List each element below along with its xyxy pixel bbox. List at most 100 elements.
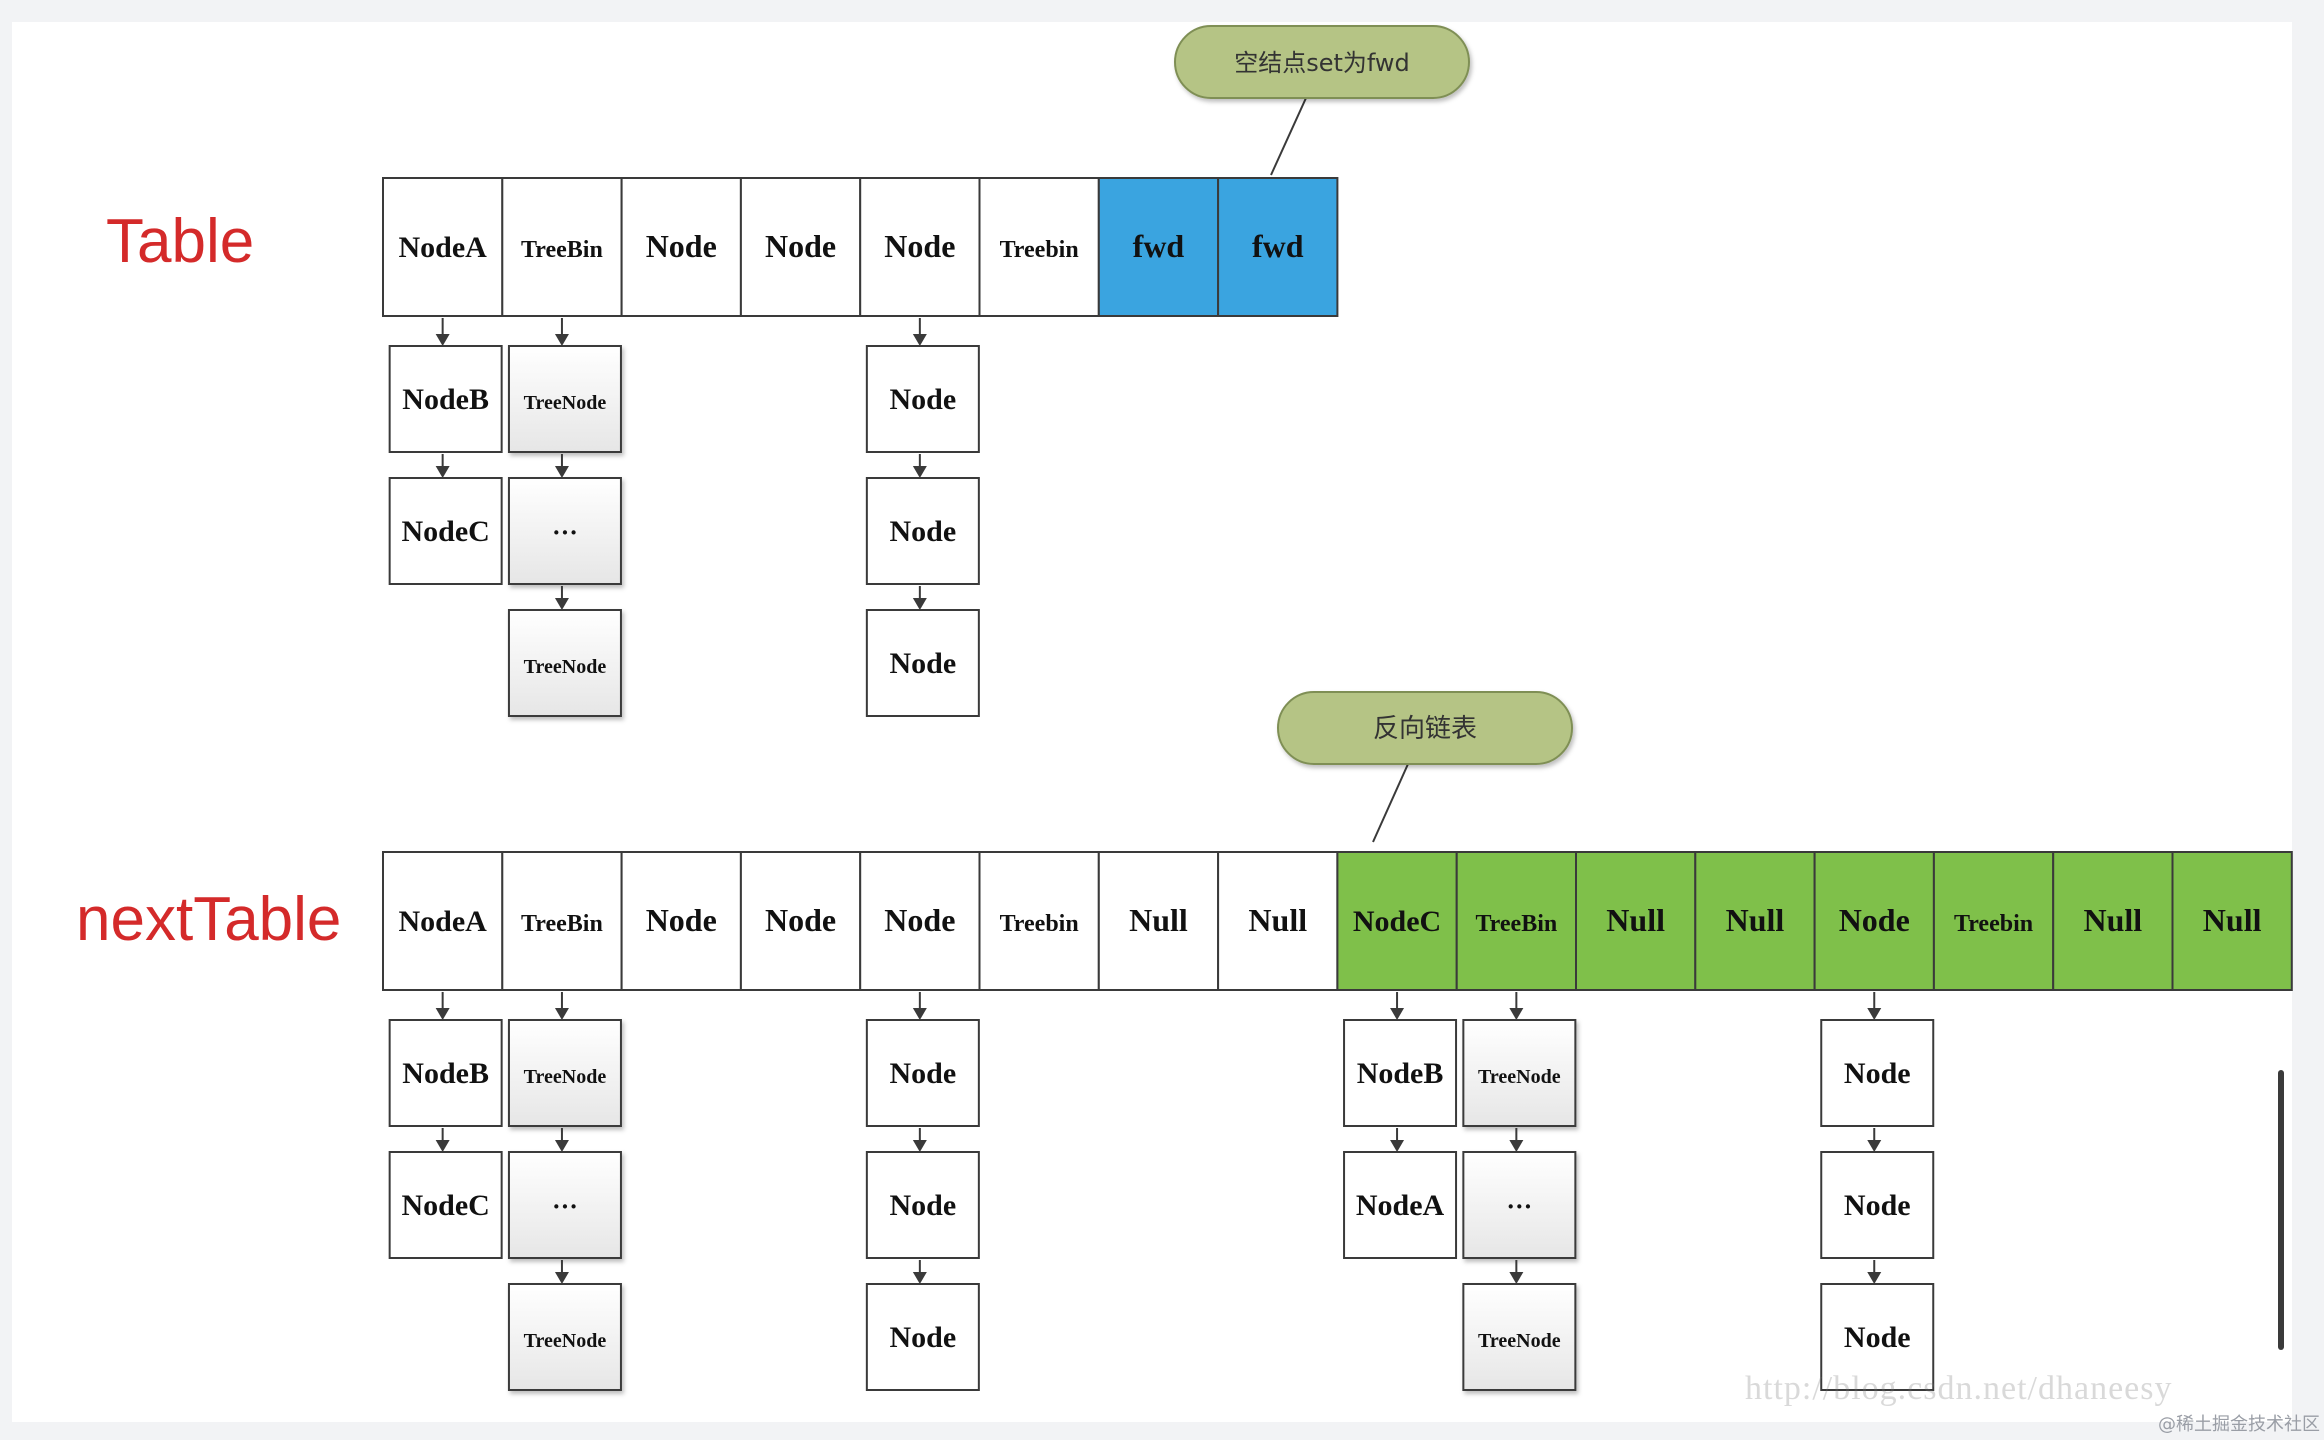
- table-cell: [739, 177, 862, 317]
- next-table-chain-node-label: TreeNode: [1478, 1066, 1561, 1088]
- next-table-chain-node: [388, 1151, 503, 1259]
- next-table-chain-arrow: [912, 1260, 927, 1284]
- table-chain-node-label: NodeC: [401, 515, 489, 548]
- table-chain-arrow: [435, 454, 450, 478]
- next-table-cell: [501, 851, 623, 991]
- next-table-chain-arrow: [435, 992, 450, 1020]
- table-chain-node-label: Node: [890, 647, 957, 680]
- next-table-cell: [739, 851, 862, 991]
- next-table-chain-node-label: TreeNode: [1478, 1330, 1561, 1352]
- next-table-chain-node: [507, 1151, 622, 1259]
- next-table-cell: [1813, 851, 1935, 991]
- next-table-cell-label: Treebin: [1954, 911, 2033, 937]
- table-cell: [501, 177, 623, 317]
- next-table-cell: [1455, 851, 1577, 991]
- next-table-chain-node: [865, 1283, 980, 1391]
- table-chain-node-label: ···: [552, 518, 578, 547]
- next-table-cell: [1932, 851, 2055, 991]
- next-table-chain-node-label: Node: [1844, 1189, 1911, 1222]
- table-cell-label: Node: [646, 228, 717, 264]
- table-chain-node: [388, 477, 503, 585]
- next-table-chain-arrow: [1867, 1128, 1882, 1152]
- next-table-chain-node-label: NodeB: [402, 1057, 489, 1090]
- table-cell: [859, 177, 981, 317]
- next-table-cell: [978, 851, 1100, 991]
- next-table-chain-arrow: [435, 1128, 450, 1152]
- table-cell-label: Node: [765, 228, 836, 264]
- next-table-chain-node: [507, 1283, 622, 1391]
- next-table-chain-arrow: [554, 1260, 569, 1284]
- table-chain-arrow: [912, 318, 927, 346]
- callout-top-pointer: [1270, 97, 1307, 176]
- next-table-chain-arrow: [554, 1128, 569, 1152]
- next-table-cell-label: Null: [2203, 902, 2262, 938]
- table-chain-arrow: [554, 454, 569, 478]
- next-table-chain-arrow: [554, 992, 569, 1020]
- next-table-chain-node-label: ···: [1506, 1192, 1532, 1221]
- next-table-chain-node-label: ···: [552, 1192, 578, 1221]
- table-cell: [1217, 177, 1339, 317]
- next-table-cell-label: TreeBin: [521, 911, 603, 937]
- next-table-chain-node-label: Node: [890, 1189, 957, 1222]
- next-table-cell-label: Null: [1248, 902, 1307, 938]
- callout-bottom-bubble: [1277, 691, 1573, 765]
- table-cell-label: Node: [884, 228, 955, 264]
- table-chain-node: [865, 609, 980, 717]
- table-chain-node-label: TreeNode: [524, 392, 607, 414]
- next-table-cell: [1217, 851, 1339, 991]
- table-chain-node: [507, 477, 622, 585]
- next-table-chain-node: [1820, 1019, 1935, 1127]
- next-table-cell: [1097, 851, 1220, 991]
- next-table-cell-label: NodeA: [398, 905, 487, 938]
- vertical-scrollbar[interactable]: [2278, 1070, 2284, 1350]
- table-chain-node-label: Node: [890, 383, 957, 416]
- table-chain-node-label: NodeB: [402, 383, 489, 416]
- next-table-chain-node: [1820, 1283, 1935, 1391]
- watermark: http://blog.csdn.net/dhaneesy: [1745, 1370, 2173, 1407]
- next-table-cell-label: Node: [646, 902, 717, 938]
- next-table-cell: [382, 851, 504, 991]
- next-table-cell-label: Null: [1726, 902, 1785, 938]
- next-table-chain-arrow: [1509, 1128, 1524, 1152]
- next-table-chain-node-label: TreeNode: [524, 1330, 607, 1352]
- next-table-chain-node: [1462, 1019, 1577, 1127]
- table-chain-node-label: Node: [890, 515, 957, 548]
- next-table-cell-label: NodeC: [1353, 905, 1441, 938]
- table-cell-label: Treebin: [1000, 237, 1079, 263]
- next-table-label: nextTable: [76, 885, 341, 954]
- table-cell-label: fwd: [1133, 228, 1185, 264]
- table-chain-node: [865, 477, 980, 585]
- next-table-chain-node: [865, 1151, 980, 1259]
- next-table-cell-label: Null: [2084, 902, 2143, 938]
- callout-bottom: 反向链表: [1277, 691, 1573, 843]
- table-chain-arrow: [912, 586, 927, 610]
- next-table-chain-node-label: Node: [1844, 1057, 1911, 1090]
- next-table-chain-node: [1343, 1019, 1458, 1127]
- table-cell-label: TreeBin: [521, 237, 603, 263]
- next-table-cell-label: Treebin: [1000, 911, 1079, 937]
- next-table-cell-label: Null: [1129, 902, 1188, 938]
- next-table-cell-label: Node: [884, 902, 955, 938]
- next-table-chain-arrow: [1390, 1128, 1405, 1152]
- next-table-chain-arrow: [1509, 1260, 1524, 1284]
- next-table-chain-node-label: NodeC: [401, 1189, 489, 1222]
- callout-bottom-pointer: [1372, 763, 1409, 843]
- next-table-chain-arrow: [912, 992, 927, 1020]
- table-chain-node: [507, 609, 622, 717]
- next-table-chain-arrow: [912, 1128, 927, 1152]
- table-chain-arrow: [554, 586, 569, 610]
- next-table-cell: [859, 851, 981, 991]
- next-table-chain-node: [1462, 1151, 1577, 1259]
- table-cell: [382, 177, 504, 317]
- next-table-chain-arrow: [1509, 992, 1524, 1020]
- next-table-chain-node: [1820, 1151, 1935, 1259]
- table-chain-node-label: TreeNode: [524, 656, 607, 678]
- table-chain-node: [388, 345, 503, 453]
- next-table-chain-arrow: [1867, 1260, 1882, 1284]
- next-table-chain-node-label: Node: [890, 1057, 957, 1090]
- next-table-chain-node: [388, 1019, 503, 1127]
- next-table-chain-node-label: NodeA: [1356, 1189, 1445, 1222]
- next-table-cell-label: Null: [1606, 902, 1665, 938]
